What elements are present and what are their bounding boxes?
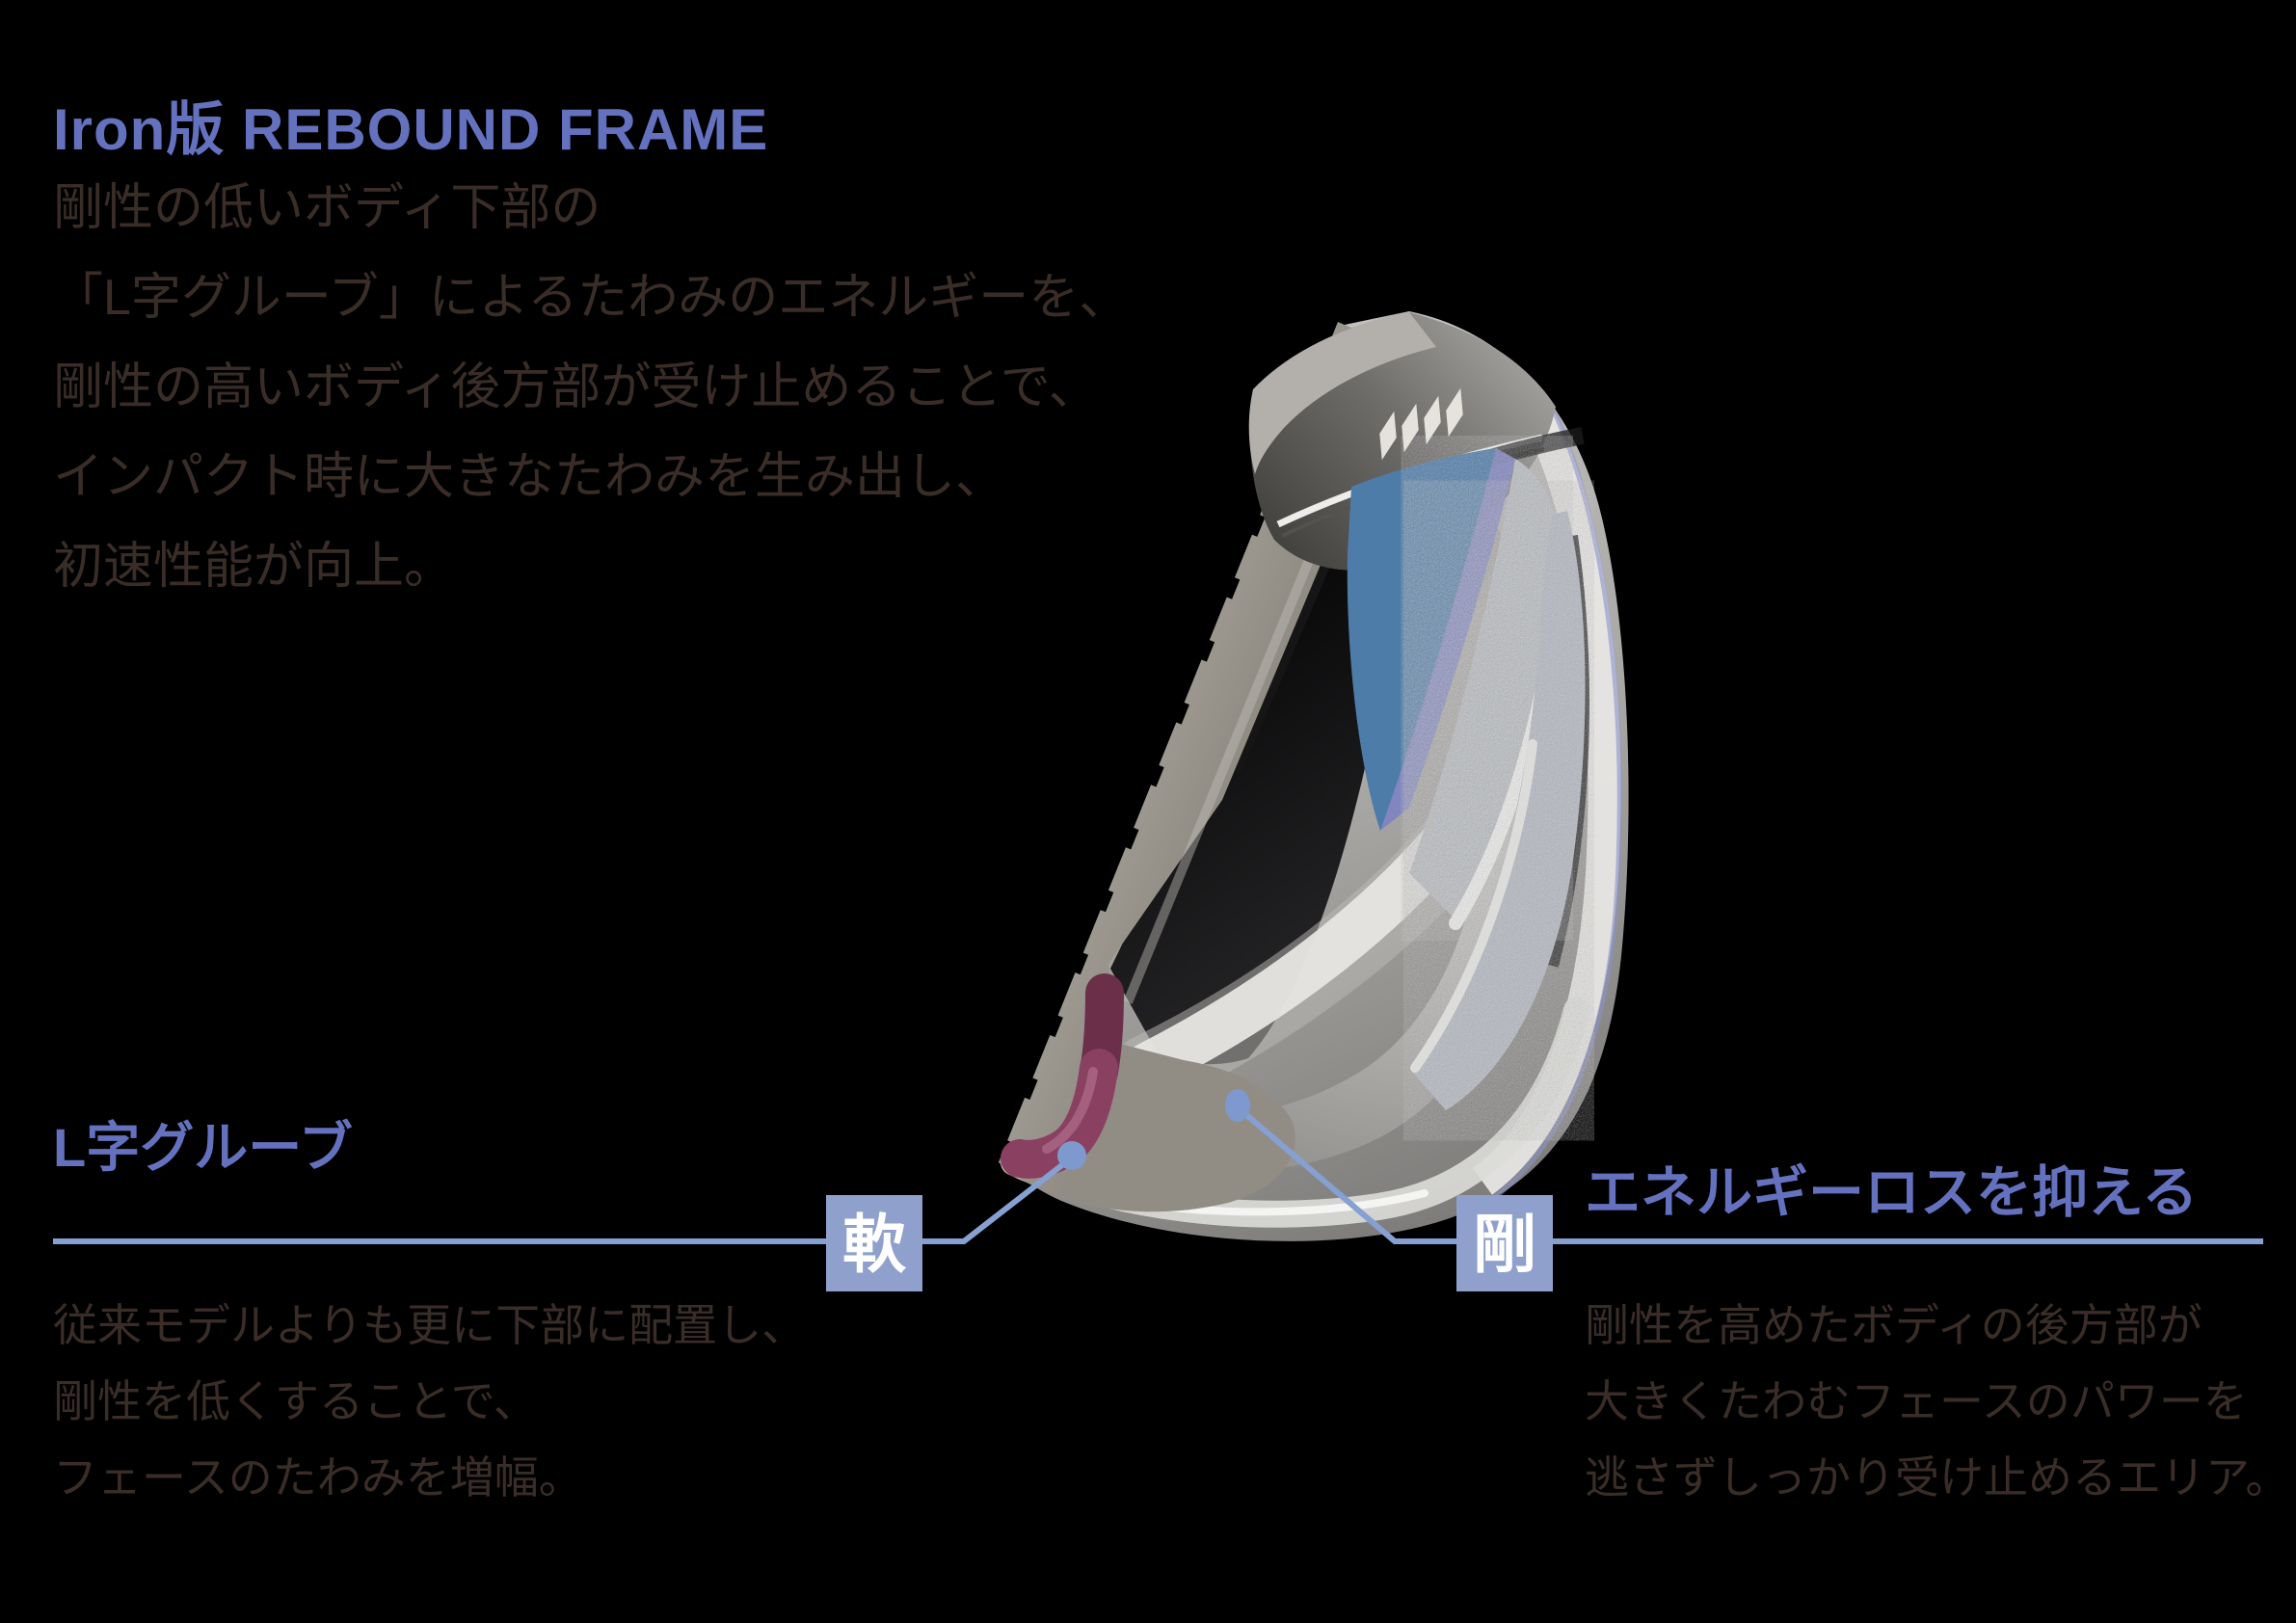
flex-zone-edge-strip	[1380, 448, 1515, 831]
energy-loss-section-body: 剛性を高めたボディの後方部が 大きくたわむフェースのパワーを 逃さずしっかり受け…	[1585, 1288, 2289, 1516]
section-line: 逃さずしっかり受け止めるエリア。	[1585, 1452, 2290, 1503]
rigid-callout-dot	[1225, 1089, 1250, 1122]
rigid-callout-line	[1236, 1104, 1460, 1244]
rigid-badge: 剛	[1456, 1195, 1553, 1291]
foam-filler-band-b	[1412, 511, 1586, 1110]
soft-callout-line	[922, 1155, 1074, 1244]
intro-line: 剛性の高いボディ後方部が受け止めることで、	[53, 359, 1099, 415]
l-groove-tube-highlight	[1042, 1067, 1098, 1154]
page-title: Iron版 REBOUND FRAME	[53, 97, 769, 162]
diamond-marks-icon	[1379, 387, 1463, 461]
section-line: 大きくたわむフェースのパワーを	[1585, 1376, 2248, 1426]
l-groove-section-body: 従来モデルよりも更に下部に配置し、 剛性を低くすることで、 フェースのたわみを増…	[53, 1288, 806, 1516]
intro-paragraph: 剛性の低いボディ下部の 「L字グルーブ」によるたわみのエネルギーを、 剛性の高い…	[53, 164, 1129, 612]
soft-callout-dot	[1057, 1141, 1086, 1170]
intro-line: 初速性能が向上。	[53, 539, 455, 595]
soft-badge: 軟	[826, 1195, 922, 1291]
intro-line: インパクト時に大きなたわみを生み出し、	[53, 449, 1006, 505]
energy-loss-section-heading: エネルギーロスを抑える	[1585, 1161, 2199, 1224]
flex-zone-blue	[1347, 448, 1496, 831]
section-line: フェースのたわみを増幅。	[53, 1452, 583, 1503]
blade-highlight-2	[1410, 739, 1537, 1073]
intro-line: 「L字グルーブ」によるたわみのエネルギーを、	[53, 270, 1130, 326]
foam-filler-band-a	[1409, 459, 1565, 918]
intro-line: 剛性の低いボディ下部の	[53, 180, 601, 236]
edge-rim-light	[1467, 401, 1622, 1217]
section-line: 剛性を高めたボディの後方部が	[1585, 1300, 2203, 1350]
section-line: 従来モデルよりも更に下部に配置し、	[53, 1300, 807, 1350]
topline-cut-face	[1248, 312, 1436, 474]
section-line: 剛性を低くすることで、	[53, 1376, 538, 1426]
l-groove-section-heading: L字グルーブ	[53, 1117, 353, 1178]
